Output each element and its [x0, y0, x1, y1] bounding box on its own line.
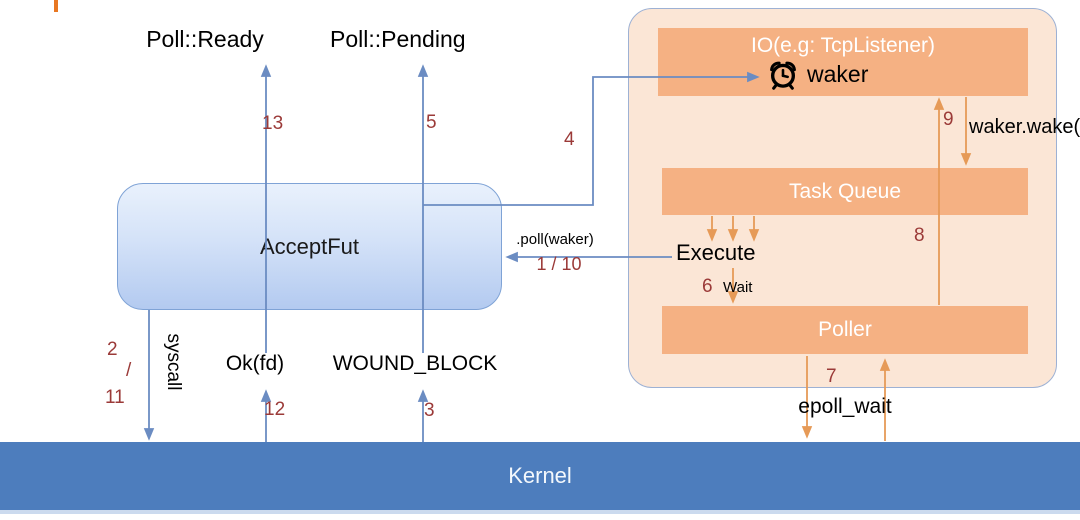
poller-label: Poller: [818, 318, 872, 341]
execute-label: Execute: [676, 240, 756, 265]
waker-wake-call-label: waker.wake(: [969, 116, 1080, 138]
accept-fut-box: AcceptFut: [117, 183, 502, 310]
alarm-clock-icon: [770, 61, 796, 90]
step-6: 6: [702, 276, 713, 297]
epoll-wait-label: epoll_wait: [798, 395, 892, 418]
step-3: 3: [424, 400, 435, 421]
accept-fut-label: AcceptFut: [259, 233, 360, 259]
step-4: 4: [564, 129, 575, 150]
wait-label: Wait: [723, 279, 753, 296]
step-9: 9: [943, 109, 954, 130]
task-queue-label: Task Queue: [788, 179, 902, 203]
step-2: 2: [107, 339, 118, 360]
ok-fd-label: Ok(fd): [225, 352, 285, 375]
kernel-label: Kernel: [508, 463, 572, 488]
step-13: 13: [262, 113, 284, 134]
step-5: 5: [426, 112, 437, 133]
step-8: 8: [914, 225, 925, 246]
io-box-title: IO(e.g: TcpListener): [750, 34, 936, 57]
poll-ready-label: Poll::Ready: [146, 26, 264, 52]
poller-box: Poller: [662, 306, 1028, 354]
poll-waker-call-label: .poll(waker): [516, 231, 594, 248]
step-slash: /: [126, 360, 132, 381]
cursor-mark: [54, 0, 58, 12]
step-11: 11: [105, 387, 125, 408]
syscall-label: syscall: [163, 333, 184, 391]
waker-row: waker: [766, 59, 868, 90]
step-12: 12: [264, 399, 286, 420]
poll-pending-label: Poll::Pending: [330, 26, 466, 52]
kernel-bar: Kernel: [0, 442, 1080, 514]
waker-label: waker: [807, 61, 869, 87]
step-7: 7: [826, 366, 837, 387]
task-queue-box: Task Queue: [662, 168, 1028, 215]
wound-block-label: WOUND_BLOCK: [332, 352, 498, 375]
step-1-10: 1 / 10: [536, 254, 582, 274]
